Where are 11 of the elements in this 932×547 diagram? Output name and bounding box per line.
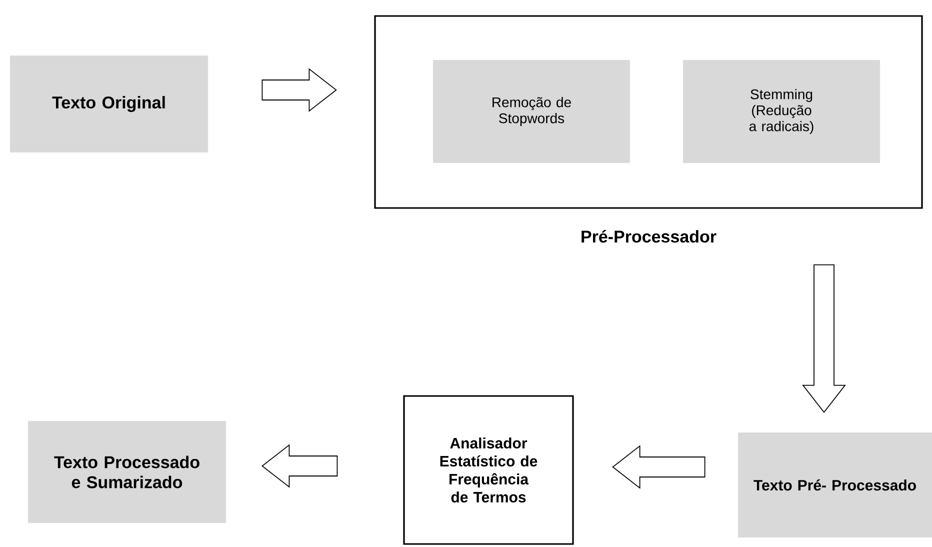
- process-box: Remoção de Stopwords: [433, 60, 630, 163]
- block-arrow: [262, 68, 337, 112]
- block-arrow: [802, 264, 846, 414]
- heading: Pré-Processador: [582, 230, 716, 243]
- process-box: Stemming (Redução a radicais): [683, 60, 880, 163]
- block-arrow: [612, 445, 706, 489]
- process-box: Analisador Estatístico de Frequência de Termos: [403, 395, 574, 545]
- block-arrow: [261, 444, 338, 488]
- process-box: Texto Pré- Processado: [738, 432, 932, 538]
- process-box: Texto Original: [10, 56, 208, 152]
- process-box: Texto Processado e Sumarizado: [28, 421, 226, 523]
